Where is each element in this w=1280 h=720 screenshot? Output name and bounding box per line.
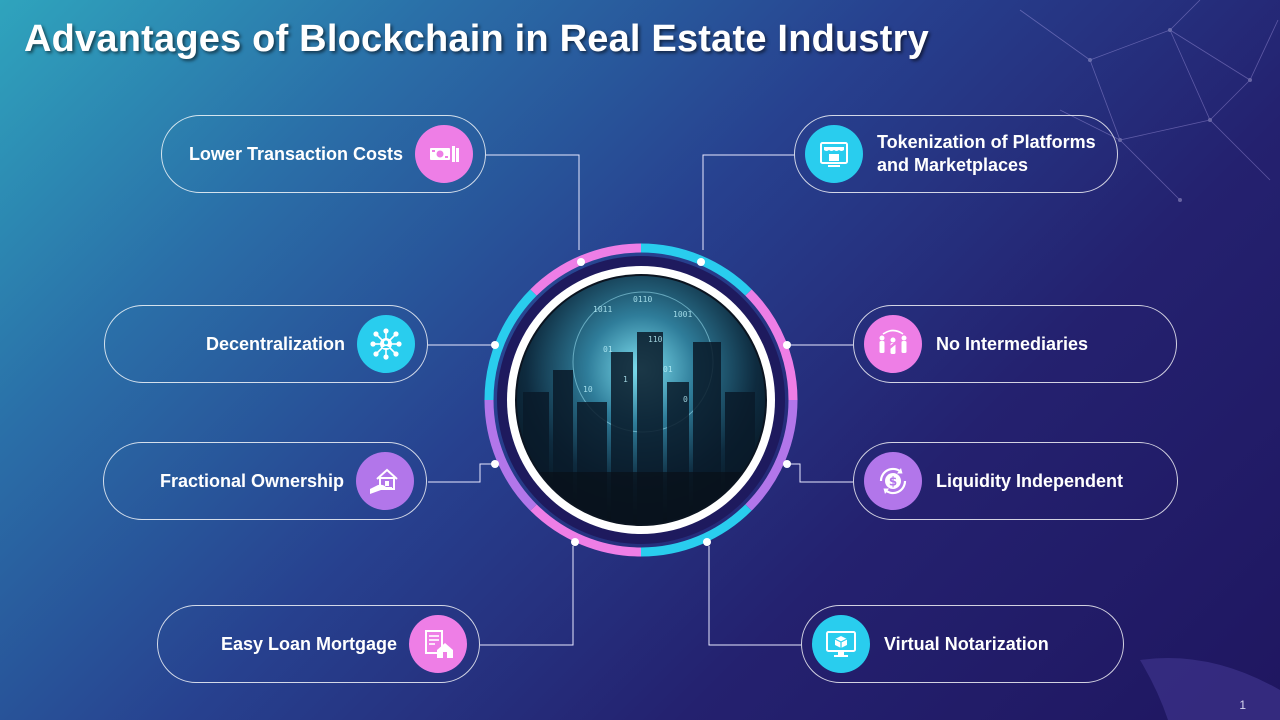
mortgage-document-icon <box>409 615 467 673</box>
svg-text:110: 110 <box>648 335 663 344</box>
svg-text:0110: 0110 <box>633 295 652 304</box>
advantage-tokenization: Tokenization of Platforms and Marketplac… <box>794 115 1118 193</box>
advantage-liquidity-independent: $ Liquidity Independent <box>853 442 1178 520</box>
svg-text:01: 01 <box>603 345 613 354</box>
advantage-lower-transaction-costs: Lower Transaction Costs <box>161 115 486 193</box>
advantage-label: Virtual Notarization <box>884 633 1049 654</box>
dollar-cycle-icon: $ <box>864 452 922 510</box>
advantage-label: Liquidity Independent <box>936 470 1123 491</box>
advantage-label: Easy Loan Mortgage <box>220 633 397 654</box>
page-number: 1 <box>1239 698 1246 712</box>
advantage-no-intermediaries: No Intermediaries <box>853 305 1177 383</box>
svg-text:1: 1 <box>623 375 628 384</box>
advantage-label: Fractional Ownership <box>159 470 344 491</box>
network-icon <box>357 315 415 373</box>
advantage-label: Tokenization of Platforms and Marketplac… <box>877 132 1096 175</box>
cash-icon <box>415 125 473 183</box>
house-hand-icon <box>356 452 414 510</box>
svg-text:0: 0 <box>683 395 688 404</box>
advantage-label: Decentralization <box>205 333 345 354</box>
advantage-fractional-ownership: Fractional Ownership <box>103 442 427 520</box>
svg-text:10: 10 <box>583 385 593 394</box>
advantage-easy-loan-mortgage: Easy Loan Mortgage <box>157 605 480 683</box>
monitor-cube-icon <box>812 615 870 673</box>
svg-text:$: $ <box>889 475 897 489</box>
advantage-decentralization: Decentralization <box>104 305 428 383</box>
slide-title: Advantages of Blockchain in Real Estate … <box>24 18 929 60</box>
storefront-icon <box>805 125 863 183</box>
svg-text:1011: 1011 <box>593 305 612 314</box>
advantage-virtual-notarization: Virtual Notarization <box>801 605 1124 683</box>
svg-text:1001: 1001 <box>673 310 692 319</box>
svg-text:01: 01 <box>663 365 673 374</box>
advantage-label: Lower Transaction Costs <box>188 143 403 164</box>
advantage-label: No Intermediaries <box>936 333 1089 354</box>
corner-swoosh-decoration <box>1140 658 1280 720</box>
no-intermediary-icon <box>864 315 922 373</box>
